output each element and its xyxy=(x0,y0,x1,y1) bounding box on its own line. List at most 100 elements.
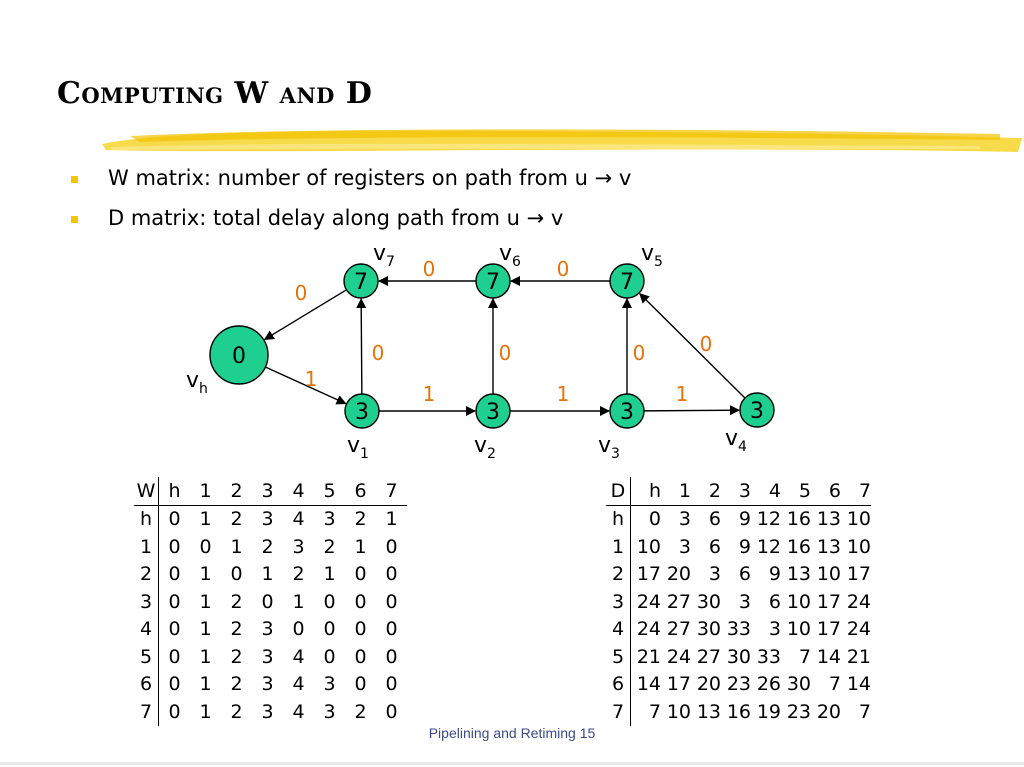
matrix-cell: 23 xyxy=(726,673,751,696)
matrix-cell: 26 xyxy=(756,673,781,696)
matrix-cell: 2 xyxy=(261,535,274,558)
matrix-cell: 14 xyxy=(846,673,871,696)
bullet-text: W matrix: number of registers on path fr… xyxy=(108,166,632,190)
matrix-cell: 14 xyxy=(816,645,841,668)
matrix-cell: 9 xyxy=(768,563,781,586)
matrix-cell: 3 xyxy=(261,618,274,641)
column-header: h xyxy=(630,477,661,506)
matrix-cell: 0 xyxy=(354,563,367,586)
matrix-cell: 30 xyxy=(786,673,811,696)
node-delay-label: 7 xyxy=(620,270,634,295)
matrix-cell: 0 xyxy=(385,645,398,668)
matrix-cell: 0 xyxy=(323,618,336,641)
matrix-cell: 24 xyxy=(666,645,691,668)
matrix-cell: 9 xyxy=(738,535,751,558)
matrix-cell: 0 xyxy=(168,535,181,558)
matrix-cell: 6 xyxy=(768,590,781,613)
matrix-cell: 1 xyxy=(354,535,367,558)
matrix-cell: 33 xyxy=(726,618,751,641)
node-v7 xyxy=(343,263,379,299)
column-header: 1 xyxy=(190,477,221,506)
row-header: 4 xyxy=(134,615,159,643)
matrix-cell: 3 xyxy=(323,700,336,723)
matrix-cell: 0 xyxy=(385,700,398,723)
matrix-cell: 13 xyxy=(696,700,721,723)
matrix-cell: 0 xyxy=(385,590,398,613)
matrix-cell: 0 xyxy=(323,590,336,613)
row-header: h xyxy=(606,505,631,533)
column-header: 6 xyxy=(811,477,841,506)
matrix-cell: 6 xyxy=(708,508,721,531)
matrix-cell: 0 xyxy=(385,673,398,696)
matrix-cell: 13 xyxy=(816,508,841,531)
matrix-cell: 17 xyxy=(666,673,691,696)
edge-weight-label: 0 xyxy=(499,341,512,365)
matrix-cell: 3 xyxy=(323,508,336,531)
matrix-cell: 3 xyxy=(323,673,336,696)
matrix-cell: 20 xyxy=(816,700,841,723)
matrix-cell: 4 xyxy=(292,645,305,668)
matrix-cell: 17 xyxy=(816,590,841,613)
matrix-cell: 0 xyxy=(354,618,367,641)
matrix-cell: 19 xyxy=(756,700,781,723)
matrix-cell: 1 xyxy=(199,645,212,668)
matrix-cell: 17 xyxy=(846,563,871,586)
matrix-cell: 2 xyxy=(230,618,243,641)
matrix-cell: 0 xyxy=(168,673,181,696)
edge-vh-v1 xyxy=(265,366,347,405)
matrix-cell: 3 xyxy=(292,535,305,558)
matrix-cell: 3 xyxy=(738,590,751,613)
matrix-cell: 24 xyxy=(846,618,871,641)
column-header: 7 xyxy=(376,477,407,506)
row-header: 6 xyxy=(606,670,631,698)
matrix-cell: 12 xyxy=(756,535,781,558)
matrix-cell: 1 xyxy=(292,590,305,613)
matrix-cell: 0 xyxy=(354,645,367,668)
column-header: 3 xyxy=(721,477,751,506)
edge-weight-label: 0 xyxy=(372,341,385,365)
row-header: 5 xyxy=(606,643,631,671)
node-name-label: v1 xyxy=(347,433,369,462)
column-header: 4 xyxy=(751,477,781,506)
matrix-cell: 1 xyxy=(323,563,336,586)
node-vh xyxy=(209,325,269,385)
matrix-cell: 10 xyxy=(786,618,811,641)
matrix-cell: 4 xyxy=(292,508,305,531)
matrix-cell: 30 xyxy=(696,590,721,613)
matrix-cell: 2 xyxy=(230,700,243,723)
matrix-cell: 17 xyxy=(816,618,841,641)
matrix-cell: 1 xyxy=(230,535,243,558)
column-header: 5 xyxy=(781,477,811,506)
matrix-cell: 10 xyxy=(846,508,871,531)
edge-v3-v4 xyxy=(643,405,741,416)
column-header: 3 xyxy=(252,477,283,506)
edge-weight-label: 1 xyxy=(305,367,318,391)
edge-weight-label: 1 xyxy=(423,382,436,406)
matrix-cell: 10 xyxy=(636,535,661,558)
matrix-cell: 10 xyxy=(846,535,871,558)
matrix-cell: 13 xyxy=(816,535,841,558)
node-delay-label: 3 xyxy=(486,400,500,425)
node-name-label: v3 xyxy=(598,433,620,462)
column-header: 6 xyxy=(345,477,376,506)
matrix-cell: 0 xyxy=(385,618,398,641)
column-header: h xyxy=(158,477,190,506)
matrix-cell: 27 xyxy=(666,590,691,613)
matrix-cell: 27 xyxy=(666,618,691,641)
edge-weight-label: 0 xyxy=(557,257,570,281)
bullet-marker-icon xyxy=(71,176,78,183)
matrix-cell: 3 xyxy=(708,563,721,586)
matrix-cell: 10 xyxy=(786,590,811,613)
matrix-cell: 3 xyxy=(261,673,274,696)
